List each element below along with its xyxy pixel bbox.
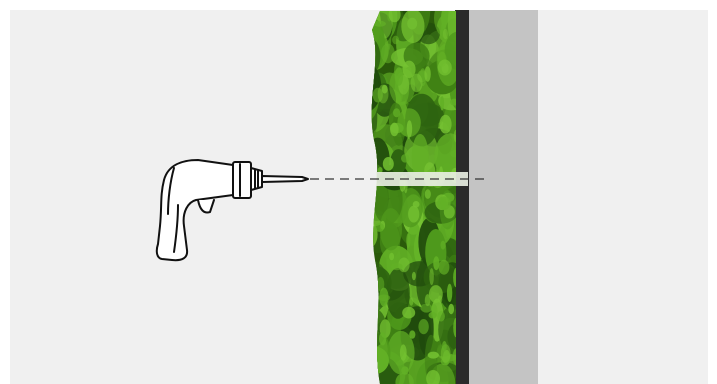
moss-highlight (378, 85, 389, 104)
moss-highlight (448, 304, 454, 314)
moss-highlight (443, 29, 448, 39)
moss-highlight (433, 256, 439, 270)
moss-highlight (429, 285, 443, 303)
moss-highlight (431, 304, 438, 318)
moss-highlight (381, 44, 395, 64)
moss-highlight (424, 66, 430, 81)
moss-highlight (375, 223, 384, 232)
moss-highlight (391, 263, 403, 270)
moss-highlight (442, 341, 447, 352)
moss-highlight (409, 330, 415, 338)
moss-highlight (425, 294, 431, 306)
moss-highlight (395, 67, 404, 86)
moss-highlight (383, 157, 394, 171)
moss-highlight (429, 268, 434, 285)
moss-highlight (407, 120, 413, 137)
moss-highlight (401, 366, 409, 375)
moss-highlight (408, 206, 419, 223)
moss-highlight (413, 201, 420, 208)
moss-highlight (390, 123, 399, 137)
moss-highlight (438, 60, 452, 76)
moss-highlight (389, 6, 401, 22)
moss-highlight (402, 307, 415, 319)
moss-highlight (437, 311, 445, 322)
moss-highlight (428, 352, 439, 359)
moss-highlight (447, 284, 452, 302)
moss-highlight (441, 198, 447, 210)
moss-highlight (392, 36, 399, 45)
moss-highlight (440, 96, 444, 110)
diagram-background (10, 10, 708, 384)
moss-highlight (406, 233, 410, 248)
moss-highlight (378, 295, 390, 301)
moss-highlight (401, 154, 409, 163)
wall (468, 10, 538, 384)
moss-highlight (439, 260, 450, 275)
moss-highlight (425, 189, 431, 199)
moss-highlight (418, 319, 428, 334)
moss-highlight (411, 74, 423, 93)
moss-highlight (439, 115, 451, 134)
backing-board (455, 10, 469, 384)
moss-highlight (441, 241, 446, 250)
moss-highlight (412, 272, 416, 281)
moss-highlight (389, 253, 394, 261)
moss-highlight (393, 108, 400, 117)
moss-highlight (400, 344, 407, 360)
moss-highlight (379, 332, 386, 345)
moss-highlight (407, 18, 417, 30)
moss-highlight (409, 297, 413, 305)
